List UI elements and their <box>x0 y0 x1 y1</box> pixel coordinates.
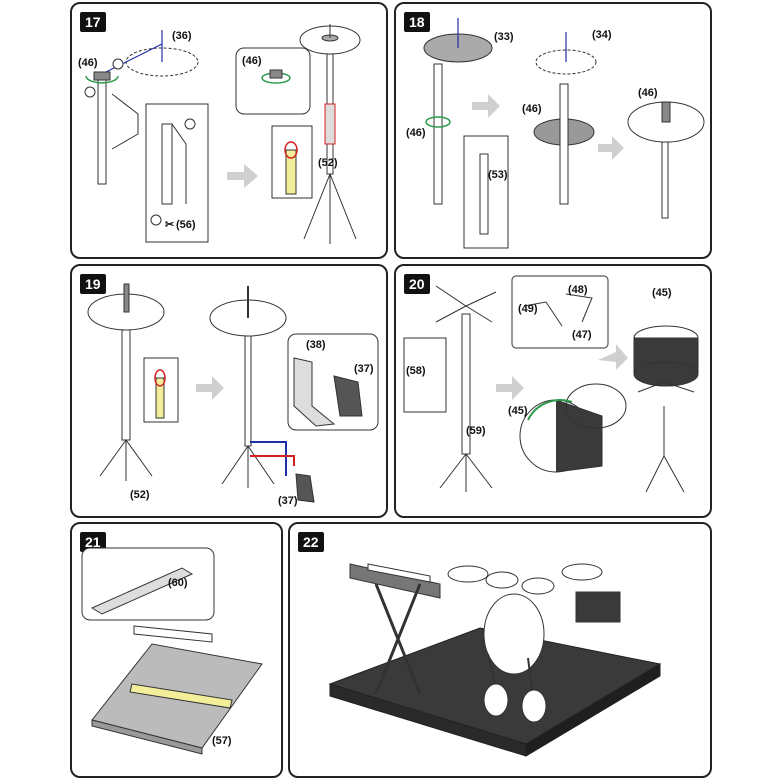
label-47: (47) <box>572 329 592 341</box>
step-22-diagram <box>328 563 662 757</box>
step-17-panel: 17 (36) (46) (56) ✂ (46) <box>70 2 388 259</box>
step-18-diagram: (33) (46) (53) (34) (46) (46) <box>406 18 705 249</box>
label-46-c: (46) <box>638 87 658 99</box>
label-45-b: (45) <box>652 287 672 299</box>
step-21-panel: 21 (60) (57) <box>70 522 283 778</box>
label-56: (56) <box>176 219 196 231</box>
label-49: (49) <box>518 303 538 315</box>
label-38: (38) <box>306 339 326 351</box>
step-20-diagram: (58) (59) (48) (49) (47) (45) (45) <box>403 275 699 493</box>
step-19-diagram: (52) (38) (37) (37) <box>87 283 379 507</box>
label-33: (33) <box>494 31 514 43</box>
step-number: 18 <box>404 12 430 32</box>
label-53: (53) <box>488 169 508 181</box>
step-number: 17 <box>80 12 106 32</box>
label-46-a: (46) <box>406 127 426 139</box>
label-52: (52) <box>130 489 150 501</box>
step-number: 21 <box>80 532 106 552</box>
label-46-b: (46) <box>522 103 542 115</box>
step-22-panel: 22 <box>288 522 712 778</box>
label-58: (58) <box>406 365 426 377</box>
step-number: 22 <box>298 532 324 552</box>
label-52: (52) <box>318 157 338 169</box>
label-37-top: (37) <box>354 363 374 375</box>
step-number: 19 <box>80 274 106 294</box>
label-59: (59) <box>466 425 486 437</box>
step-18-panel: 18 (33) (46) (53) (34) (46) (46) <box>394 2 712 259</box>
label-60: (60) <box>168 577 188 589</box>
label-34: (34) <box>592 29 612 41</box>
step-21-diagram: (60) (57) <box>81 547 263 755</box>
step-17-diagram: (36) (46) (56) ✂ (46) (52) <box>78 24 361 244</box>
label-36: (36) <box>172 30 192 42</box>
label-57: (57) <box>212 735 232 747</box>
step-number: 20 <box>404 274 430 294</box>
label-45-a: (45) <box>508 405 528 417</box>
step-20-panel: 20 (58) (59) (48) (49) (47) (45) (45) <box>394 264 712 518</box>
label-46-right: (46) <box>242 55 262 67</box>
scissors-icon: ✂ <box>165 219 174 231</box>
step-19-panel: 19 (52) (38) (37) (37) <box>70 264 388 518</box>
label-48: (48) <box>568 284 588 296</box>
label-46-left: (46) <box>78 57 98 69</box>
label-37-bottom: (37) <box>278 495 298 507</box>
